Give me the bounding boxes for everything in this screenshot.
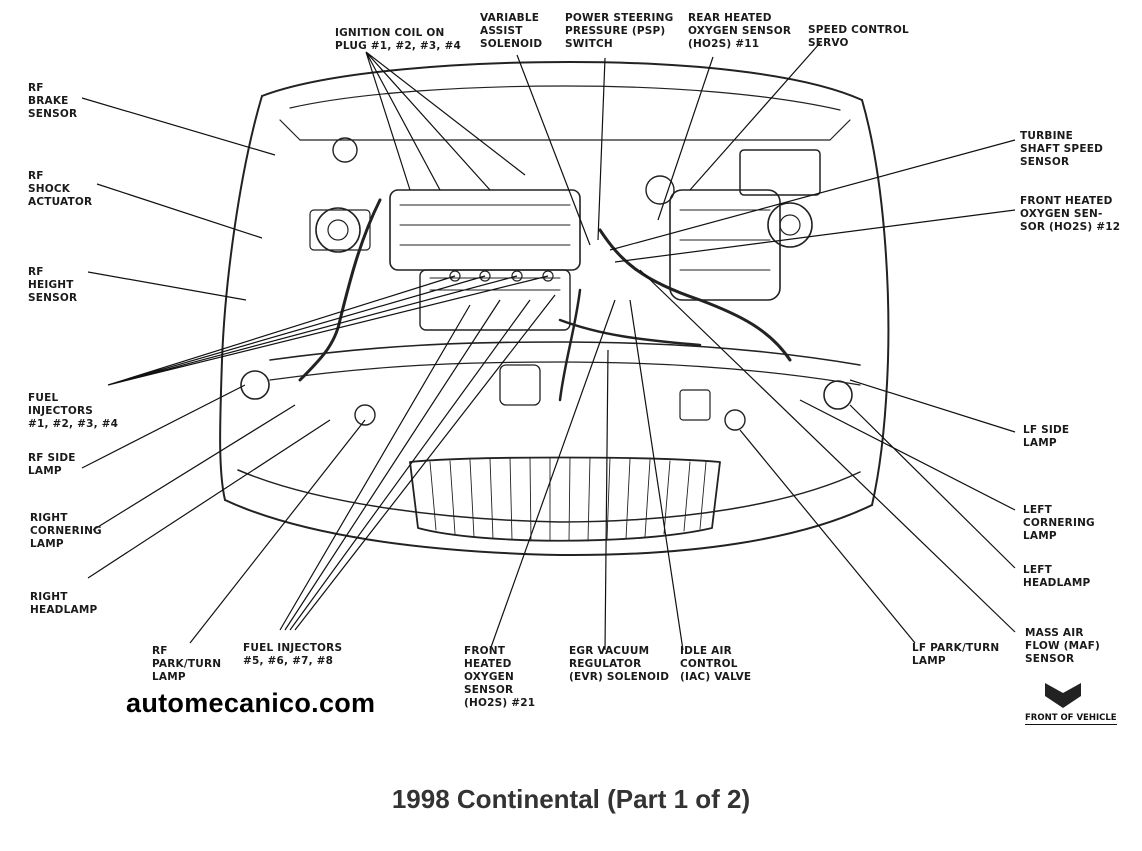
air-cleaner [669, 189, 781, 301]
radiator-support [269, 341, 861, 366]
leader-lines [81, 42, 1016, 651]
right-strut-tower [315, 207, 361, 253]
battery [739, 149, 821, 196]
left-fender [861, 99, 890, 506]
website-watermark: automecanico.com [126, 688, 376, 718]
diagram-caption: 1998 Continental (Part 1 of 2) [391, 784, 751, 814]
intake-manifold [389, 189, 581, 271]
hood-outline [261, 61, 863, 101]
right-fender [219, 95, 263, 501]
wiring-harness [298, 198, 382, 382]
left-strut-tower [767, 202, 813, 248]
front-fascia [224, 499, 873, 557]
right-headlamp-bulb [240, 370, 270, 400]
front-of-vehicle-arrow [1045, 683, 1081, 708]
grille [409, 456, 721, 542]
label-fuel-injectors-5-8: FUEL INJECTORS#5, #6, #7, #8 [243, 642, 343, 667]
front-of-vehicle-label: FRONT OF VEHICLE [1025, 713, 1117, 725]
fuel-rail [429, 277, 561, 291]
